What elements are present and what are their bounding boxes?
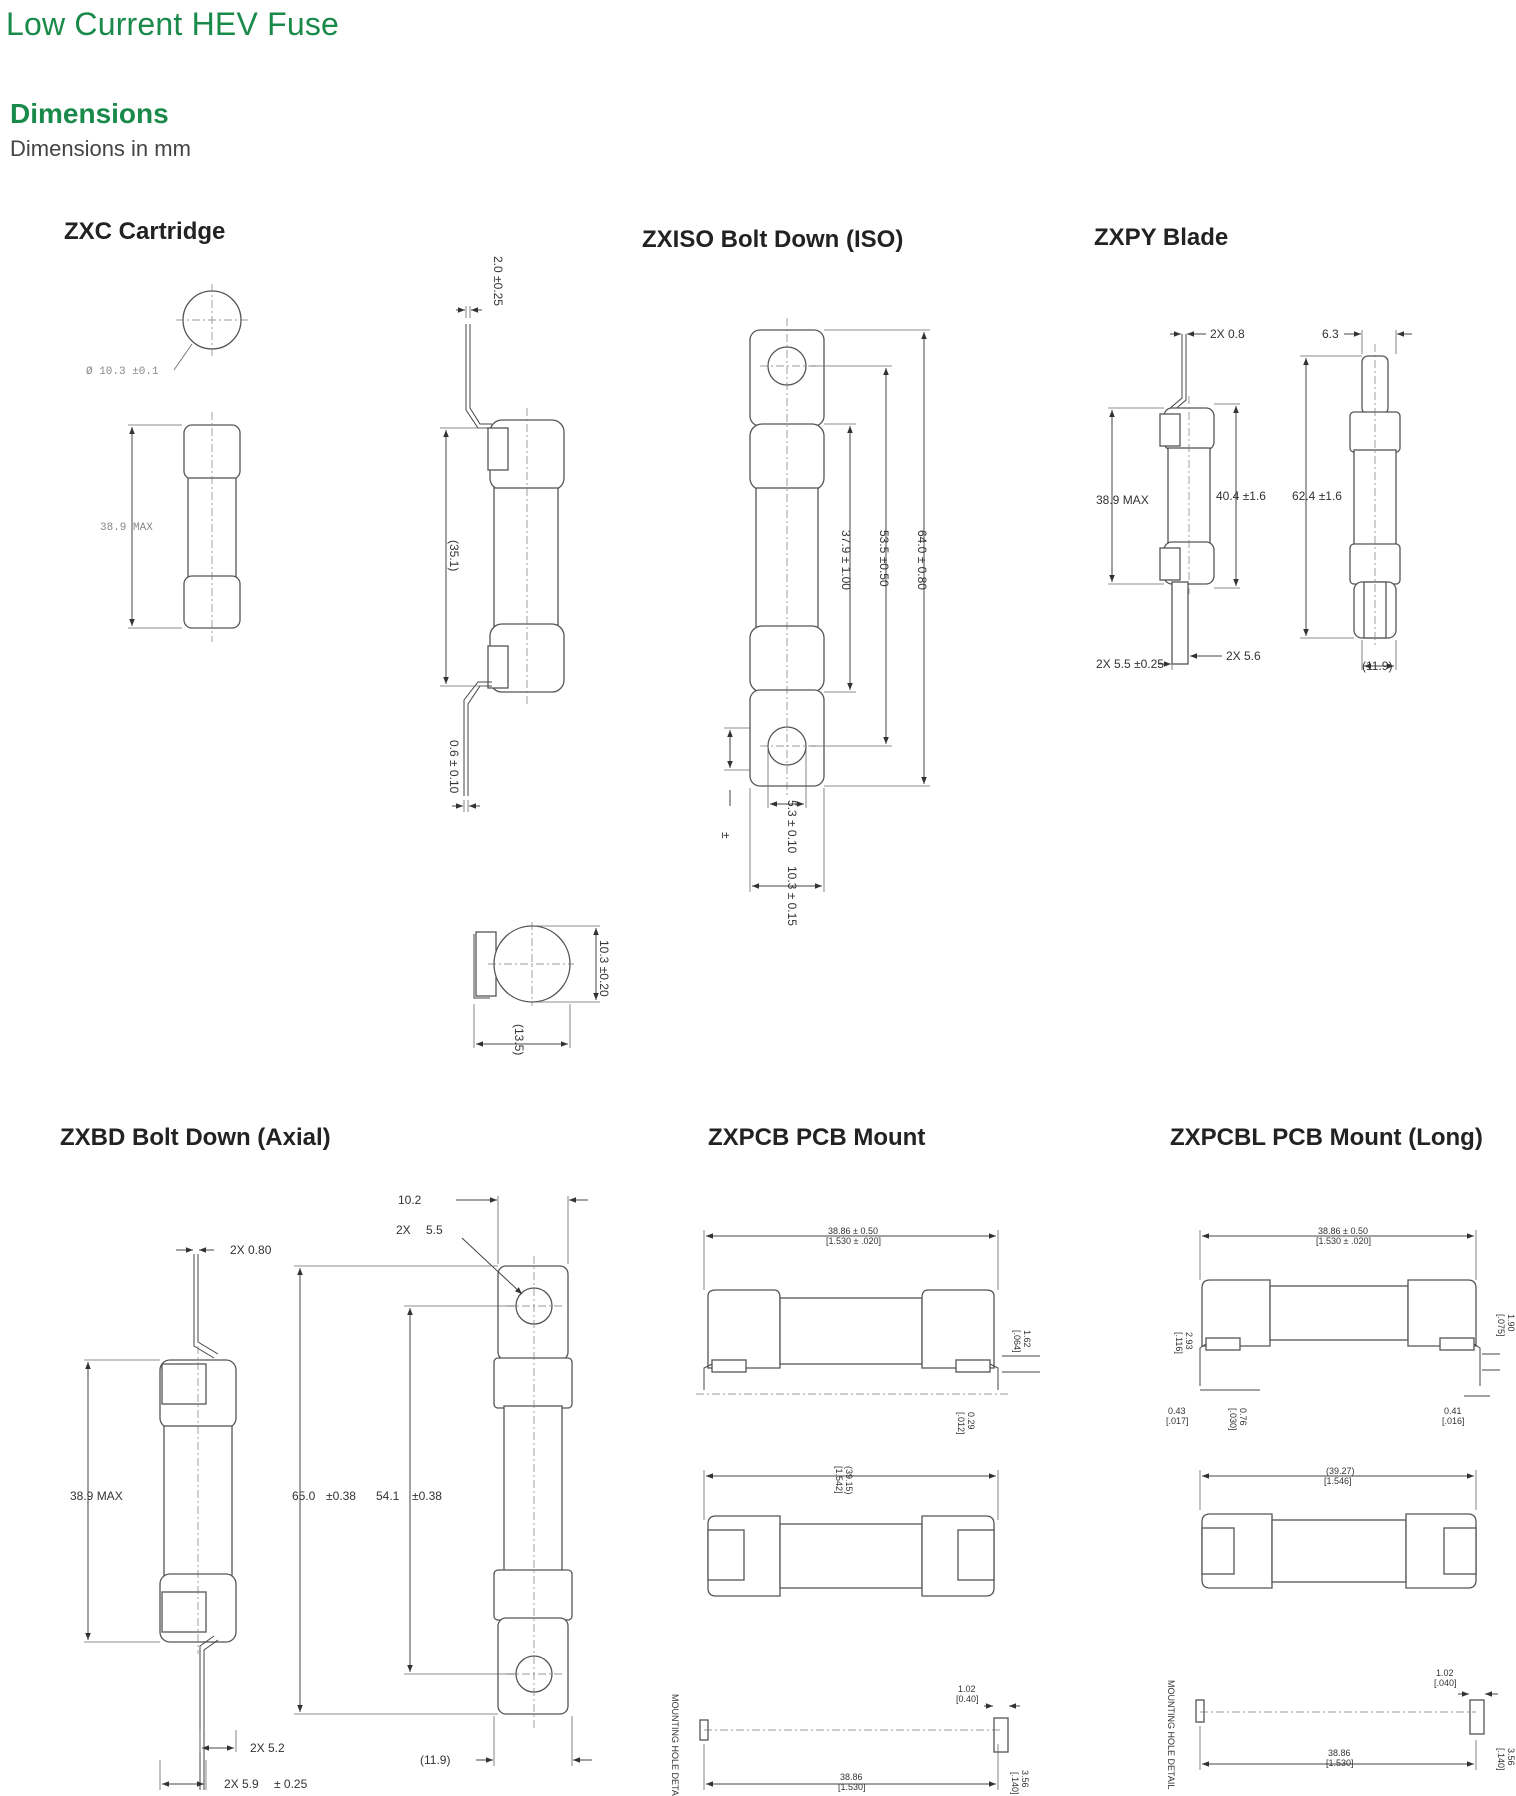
zxbd-w2-label: 2X 5.9 [224, 1777, 259, 1791]
zxpcb-title: ZXPCB PCB Mount [708, 1124, 926, 1151]
zxpy-side-w-label: (11.9) [1362, 659, 1392, 673]
zxpcb-len-label: 38.86 ± 0.50 [828, 1226, 878, 1236]
zxbd-overall-label: 65.0 [292, 1489, 316, 1503]
zxpcbl-drawing: 38.86 ± 0.50 [1.530 ± .020] 2.93 [.116] … [1166, 1226, 1516, 1789]
page-title: Low Current HEV Fuse [6, 6, 340, 42]
zxbd-w1-label: 2X 5.2 [250, 1741, 285, 1755]
zxpcb-pad-label: 3.56 [1020, 1770, 1030, 1788]
zxbd-top-w-label: 10.2 [398, 1193, 422, 1207]
zxpy-mid-label: 40.4 ±1.6 [1216, 489, 1266, 503]
zxbd-side-label: (11.9) [420, 1753, 450, 1767]
zxpcb-pitch-in-label: [1.530] [838, 1782, 866, 1792]
zxiso-hole-label: 5.3 ± 0.10 [785, 800, 799, 854]
zxpcb-t1-in-label: [.012] [956, 1412, 966, 1435]
zxpcb-h1-label: 1.62 [1022, 1330, 1032, 1348]
section-subtitle: Dimensions in mm [10, 136, 191, 161]
zxc-drawing: Ø 10.3 ±0.1 38.9 MAX 2.0 ±0.25 (35.1) [86, 256, 611, 1055]
zxbd-title: ZXBD Bolt Down (Axial) [60, 1124, 331, 1151]
zxbd-hole-label: 2X [396, 1223, 411, 1237]
zxpy-length-label: 38.9 MAX [1096, 493, 1149, 507]
zxc-lead-thickness-label: 0.6 ± 0.10 [447, 740, 461, 794]
zxpcbl-h2-in-label: [.075] [1496, 1314, 1506, 1337]
zxbd-w2-tol-label: ± 0.25 [274, 1777, 308, 1791]
zxpy-top-w-label: 6.3 [1322, 327, 1339, 341]
zxbd-length-label: 38.9 MAX [70, 1489, 123, 1503]
zxbd-pitch-label: 54.1 [376, 1489, 400, 1503]
zxpy-overall-label: 62.4 ±1.6 [1292, 489, 1342, 503]
zxpy-title: ZXPY Blade [1094, 224, 1229, 251]
zxbd-thk-label: 2X 0.80 [230, 1243, 272, 1257]
zxpcbl-h1-in-label: [.116] [1174, 1332, 1184, 1354]
zxpcb-t1-label: 0.29 [966, 1412, 976, 1430]
zxbd-overall-tol-label: ±0.38 [326, 1489, 356, 1503]
zxpcbl-pad-label: 3.56 [1506, 1748, 1516, 1766]
zxpcbl-pad-in-label: [.140] [1496, 1748, 1506, 1771]
zxpcbl-hole-in-label: [.040] [1434, 1678, 1457, 1688]
zxpcb-h1-in-label: [.064] [1012, 1330, 1022, 1353]
zxiso-title: ZXISO Bolt Down (ISO) [642, 226, 904, 253]
zxpcbl-hole-label: 1.02 [1436, 1668, 1454, 1678]
zxpcbl-pitch-in-label: [1.530] [1326, 1758, 1354, 1768]
zxpcbl-h1-label: 2.93 [1184, 1332, 1194, 1350]
zxbd-pitch-tol-label: ±0.38 [412, 1489, 442, 1503]
zxpcb-pitch-label: 38.86 [840, 1772, 863, 1782]
zxiso-d1-label: 37.9 ± 1.00 [839, 530, 853, 590]
zxpcb-hole-in-label: [0.40] [956, 1694, 979, 1704]
zxpcbl-mid-in-label: [1.546] [1324, 1476, 1352, 1486]
zxbd-drawing: 2X 0.80 38.9 MAX 2X 5.2 2X 5.9 ± 0.25 1 [70, 1193, 592, 1791]
zxpcbl-t1-label: 0.43 [1168, 1406, 1186, 1416]
zxiso-d3-label: 64.0 ± 0.80 [915, 530, 929, 590]
zxpcbl-t2-in-label: [.030] [1228, 1408, 1238, 1431]
zxpy-blade-thk-label: 2X 0.8 [1210, 327, 1245, 341]
zxiso-small-label: ± [719, 832, 733, 839]
zxpcb-mid-in-label: [1.542] [834, 1466, 844, 1494]
zxpcb-mid-label: (39.15) [844, 1466, 854, 1495]
zxpcbl-h2-label: 1.90 [1506, 1314, 1516, 1332]
zxpy-drawing: 2X 0.8 38.9 MAX 40.4 ±1.6 2X 5.5 ±0.25 2… [1096, 327, 1412, 673]
zxpcb-hole-label: 1.02 [958, 1684, 976, 1694]
zxbd-hole-val-label: 5.5 [426, 1223, 443, 1237]
zxc-end-height-label: 10.3 ±0.20 [597, 940, 611, 997]
zxpcbl-title: ZXPCBL PCB Mount (Long) [1170, 1124, 1483, 1151]
zxc-end-width-label: (13.5) [512, 1024, 526, 1055]
zxpcbl-mid-label: (39.27) [1326, 1466, 1355, 1476]
zxiso-d2-label: 53.5 ±0.50 [877, 530, 891, 587]
zxpcb-pad-in-label: [.140] [1010, 1772, 1020, 1795]
zxpcbl-len-in-label: [1.530 ± .020] [1316, 1236, 1371, 1246]
zxc-title: ZXC Cartridge [64, 218, 226, 245]
zxpcbl-t1-in-label: [.017] [1166, 1416, 1189, 1426]
zxpcbl-pitch-label: 38.86 [1328, 1748, 1351, 1758]
zxpy-blade-w-label: 2X 5.5 ±0.25 [1096, 657, 1164, 671]
zxc-diameter-label: Ø 10.3 ±0.1 [86, 366, 159, 378]
zxpcbl-t2-label: 0.76 [1238, 1408, 1248, 1426]
zxpcb-side-note: MOUNTING HOLE DETAIL [670, 1694, 680, 1796]
zxpcbl-t3-in-label: [.016] [1442, 1416, 1465, 1426]
zxc-tab-thickness-label: 2.0 ±0.25 [491, 256, 505, 306]
section-title: Dimensions [10, 98, 169, 129]
zxpcbl-t3-label: 0.41 [1444, 1406, 1462, 1416]
zxc-inner-length-label: (35.1) [447, 540, 461, 571]
zxiso-width-label: 10.3 ± 0.15 [785, 866, 799, 926]
zxiso-drawing: 37.9 ± 1.00 53.5 ±0.50 64.0 ± 0.80 5.3 ±… [719, 318, 930, 926]
zxpcb-drawing: 38.86 ± 0.50 [1.530 ± .020] 1.62 [.064] … [670, 1226, 1040, 1796]
zxc-length-label: 38.9 MAX [100, 522, 153, 534]
zxpcbl-len-label: 38.86 ± 0.50 [1318, 1226, 1368, 1236]
zxpcb-len-in-label: [1.530 ± .020] [826, 1236, 881, 1246]
zxpy-blade-w2-label: 2X 5.6 [1226, 649, 1261, 663]
zxpcbl-side-note: MOUNTING HOLE DETAIL [1166, 1680, 1176, 1789]
